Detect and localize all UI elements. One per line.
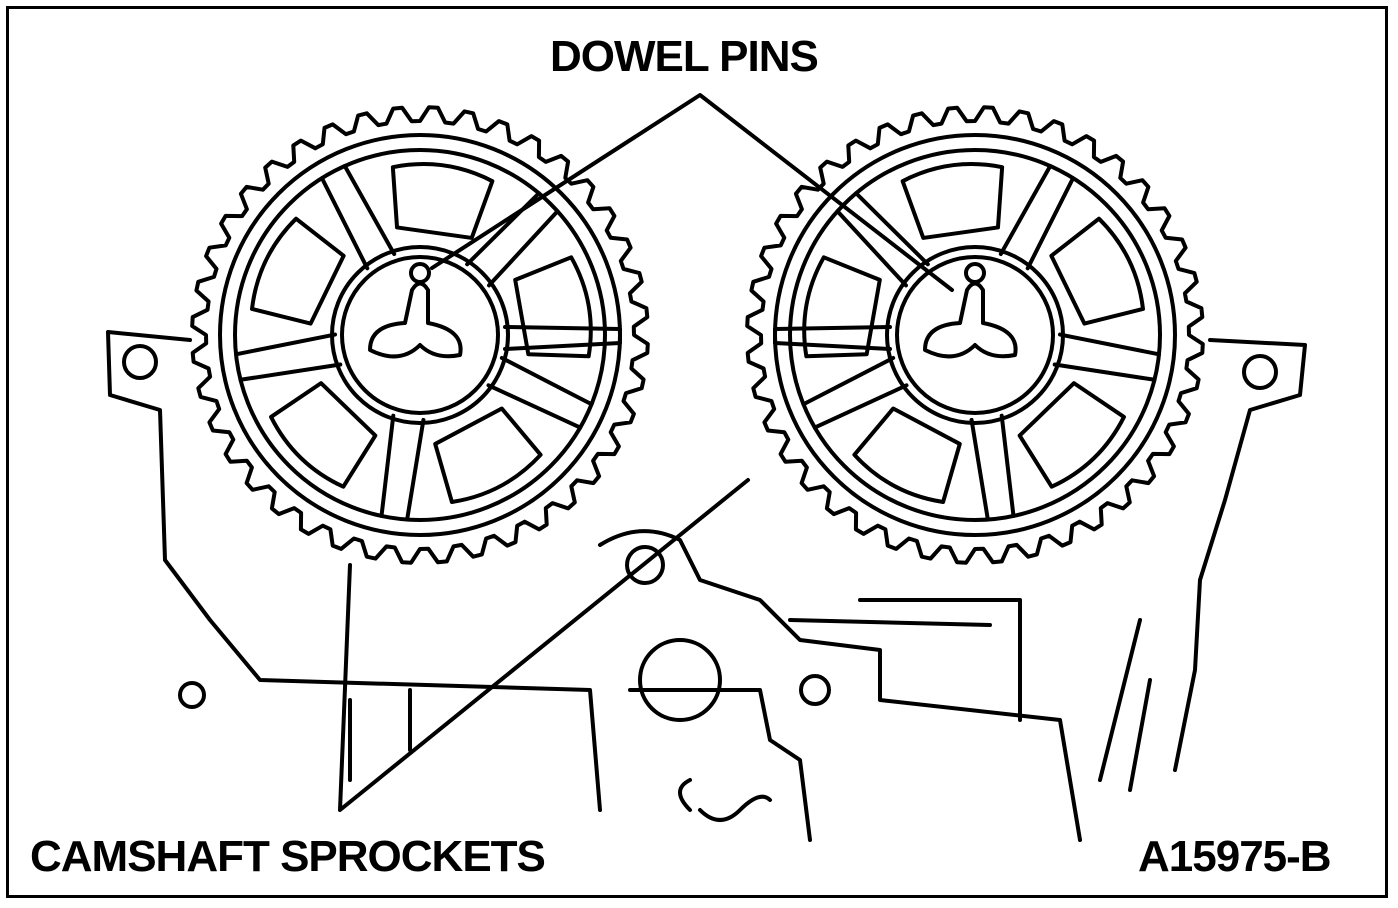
sprocket-hub [885, 245, 1065, 425]
sprocket-spoke [319, 163, 397, 271]
sprocket-spoke [998, 163, 1076, 271]
timing-mark [503, 325, 622, 351]
bolt-hole [178, 681, 206, 709]
sprocket-spoke [379, 413, 426, 522]
sprocket-spoke [234, 332, 343, 382]
sprocket-teeth [745, 105, 1205, 565]
sprocket-window [900, 162, 1005, 240]
sprocket-window [269, 381, 378, 489]
bolt-hole [678, 778, 772, 822]
timing-mark [773, 325, 892, 351]
oil-port [638, 638, 722, 722]
dowel-pins-leader [430, 93, 954, 292]
bolt-hole [799, 674, 831, 706]
sprocket-teeth [190, 105, 650, 565]
sprocket-window [802, 255, 882, 359]
sprocket-spoke [1052, 332, 1161, 382]
dowel-pins-label: DOWEL PINS [550, 32, 819, 81]
sprocket-spoke [801, 355, 909, 430]
bolt-hole [625, 545, 665, 585]
sprocket-window [513, 255, 593, 359]
dowel-pin [964, 262, 986, 284]
sprocket-hub-inner [895, 255, 1055, 415]
sprocket-rim [218, 133, 622, 537]
sprocket-spoke [835, 191, 930, 288]
cylinder-head-outline [106, 330, 1307, 842]
dowel-pin [409, 262, 431, 284]
sprocket-window [1049, 216, 1145, 326]
camshaft-keyway [923, 281, 1018, 359]
sprocket-window [250, 216, 346, 326]
bolt-hole [122, 344, 158, 380]
sprocket-spoke [969, 413, 1016, 522]
bolt-hole [1242, 354, 1278, 390]
camshaft-keyway [368, 281, 463, 359]
sprocket-window [852, 406, 962, 504]
sprocket-rim-inner [233, 148, 607, 522]
figure-id-label: A15975-B [1138, 832, 1332, 881]
sprocket-hub [330, 245, 510, 425]
figure-border [6, 6, 1388, 898]
sprocket-spoke [486, 355, 594, 430]
camshaft-sprockets-label: CAMSHAFT SPROCKETS [30, 832, 546, 881]
sprocket-rim [773, 133, 1177, 537]
sprocket-rim-inner [788, 148, 1162, 522]
camshaft-sprockets-leader [338, 478, 750, 812]
sprocket-window [1017, 381, 1126, 489]
sprocket-window [433, 406, 543, 504]
sprocket-window [390, 162, 495, 240]
sprocket-hub-inner [340, 255, 500, 415]
